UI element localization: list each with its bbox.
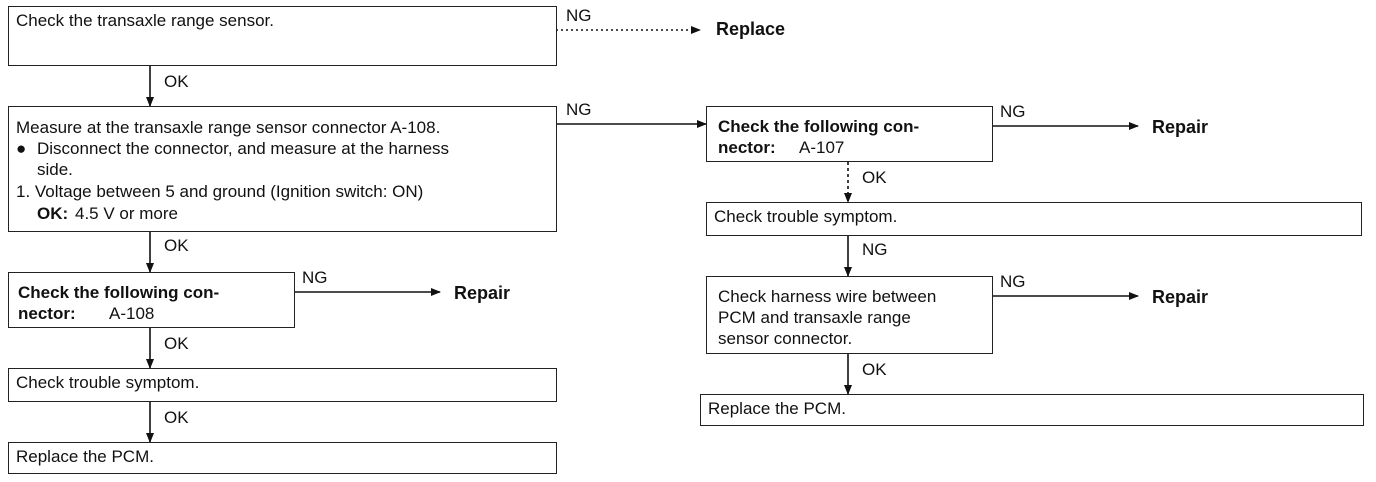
left-trouble-symptom-text: Check trouble symptom. xyxy=(16,373,200,392)
left-ok-label-2: OK xyxy=(164,236,189,255)
replace-action: Replace xyxy=(716,19,786,39)
right-connector-line-1: Check the following con- xyxy=(718,117,920,136)
left-connector-line-1: Check the following con- xyxy=(18,283,220,302)
right-connector-line-2-code: A-107 xyxy=(799,138,845,157)
measure-ok-label: OK: xyxy=(37,204,69,223)
right-repair-action-2: Repair xyxy=(1152,287,1209,307)
right-repair-action-1: Repair xyxy=(1152,117,1209,137)
left-ok-label-4: OK xyxy=(164,408,189,427)
left-box1-ng-label: NG xyxy=(566,6,592,25)
harness-line-3: sensor connector. xyxy=(718,329,853,348)
right-box-check-harness: Check harness wire between PCM and trans… xyxy=(706,276,993,354)
left-box3-ng-label: NG xyxy=(302,268,328,287)
left-ok-label-1: OK xyxy=(164,72,189,91)
right-box-check-connector: Check the following con- nector: A-107 xyxy=(706,106,993,162)
measure-line-4: 1. Voltage between 5 and ground (Ignitio… xyxy=(16,182,424,201)
right-ok-label-1: OK xyxy=(862,168,887,187)
measure-line-1: Measure at the transaxle range sensor co… xyxy=(16,118,441,137)
left-ok-label-3: OK xyxy=(164,334,189,353)
harness-line-1: Check harness wire between xyxy=(718,287,937,306)
left-connector-line-2-code: A-108 xyxy=(109,304,155,323)
harness-line-2: PCM and transaxle range xyxy=(718,308,911,327)
left-box-trouble-symptom: Check trouble symptom. xyxy=(8,368,557,402)
measure-line-2: Disconnect the connector, and measure at… xyxy=(37,139,450,158)
right-box3-ng-label: NG xyxy=(1000,272,1026,291)
left-box-check-sensor-text: Check the transaxle range sensor. xyxy=(16,11,274,30)
left-connector-line-2-bold: nector: xyxy=(18,304,76,323)
left-box-replace-pcm: Replace the PCM. xyxy=(8,442,557,474)
left-repair-action: Repair xyxy=(454,283,511,303)
left-box-measure: Measure at the transaxle range sensor co… xyxy=(8,106,557,232)
right-ok-label-3: OK xyxy=(862,360,887,379)
left-box-check-sensor: Check the transaxle range sensor. xyxy=(8,6,557,66)
measure-line-3: side. xyxy=(37,160,73,179)
right-box1-ng-label: NG xyxy=(1000,102,1026,121)
left-box-check-connector: Check the following con- nector: A-108 xyxy=(8,272,295,328)
right-connector-line-2-bold: nector: xyxy=(718,138,776,157)
measure-ok-value: 4.5 V or more xyxy=(75,204,178,223)
right-box-replace-pcm: Replace the PCM. xyxy=(700,394,1364,426)
measure-bullet: ● xyxy=(16,139,27,158)
left-box2-ng-label: NG xyxy=(566,100,592,119)
right-trouble-symptom-text: Check trouble symptom. xyxy=(714,207,898,226)
right-ng-label-2: NG xyxy=(862,240,888,259)
right-box-trouble-symptom: Check trouble symptom. xyxy=(706,202,1362,236)
right-replace-pcm-text: Replace the PCM. xyxy=(708,399,846,418)
left-replace-pcm-text: Replace the PCM. xyxy=(16,447,154,466)
